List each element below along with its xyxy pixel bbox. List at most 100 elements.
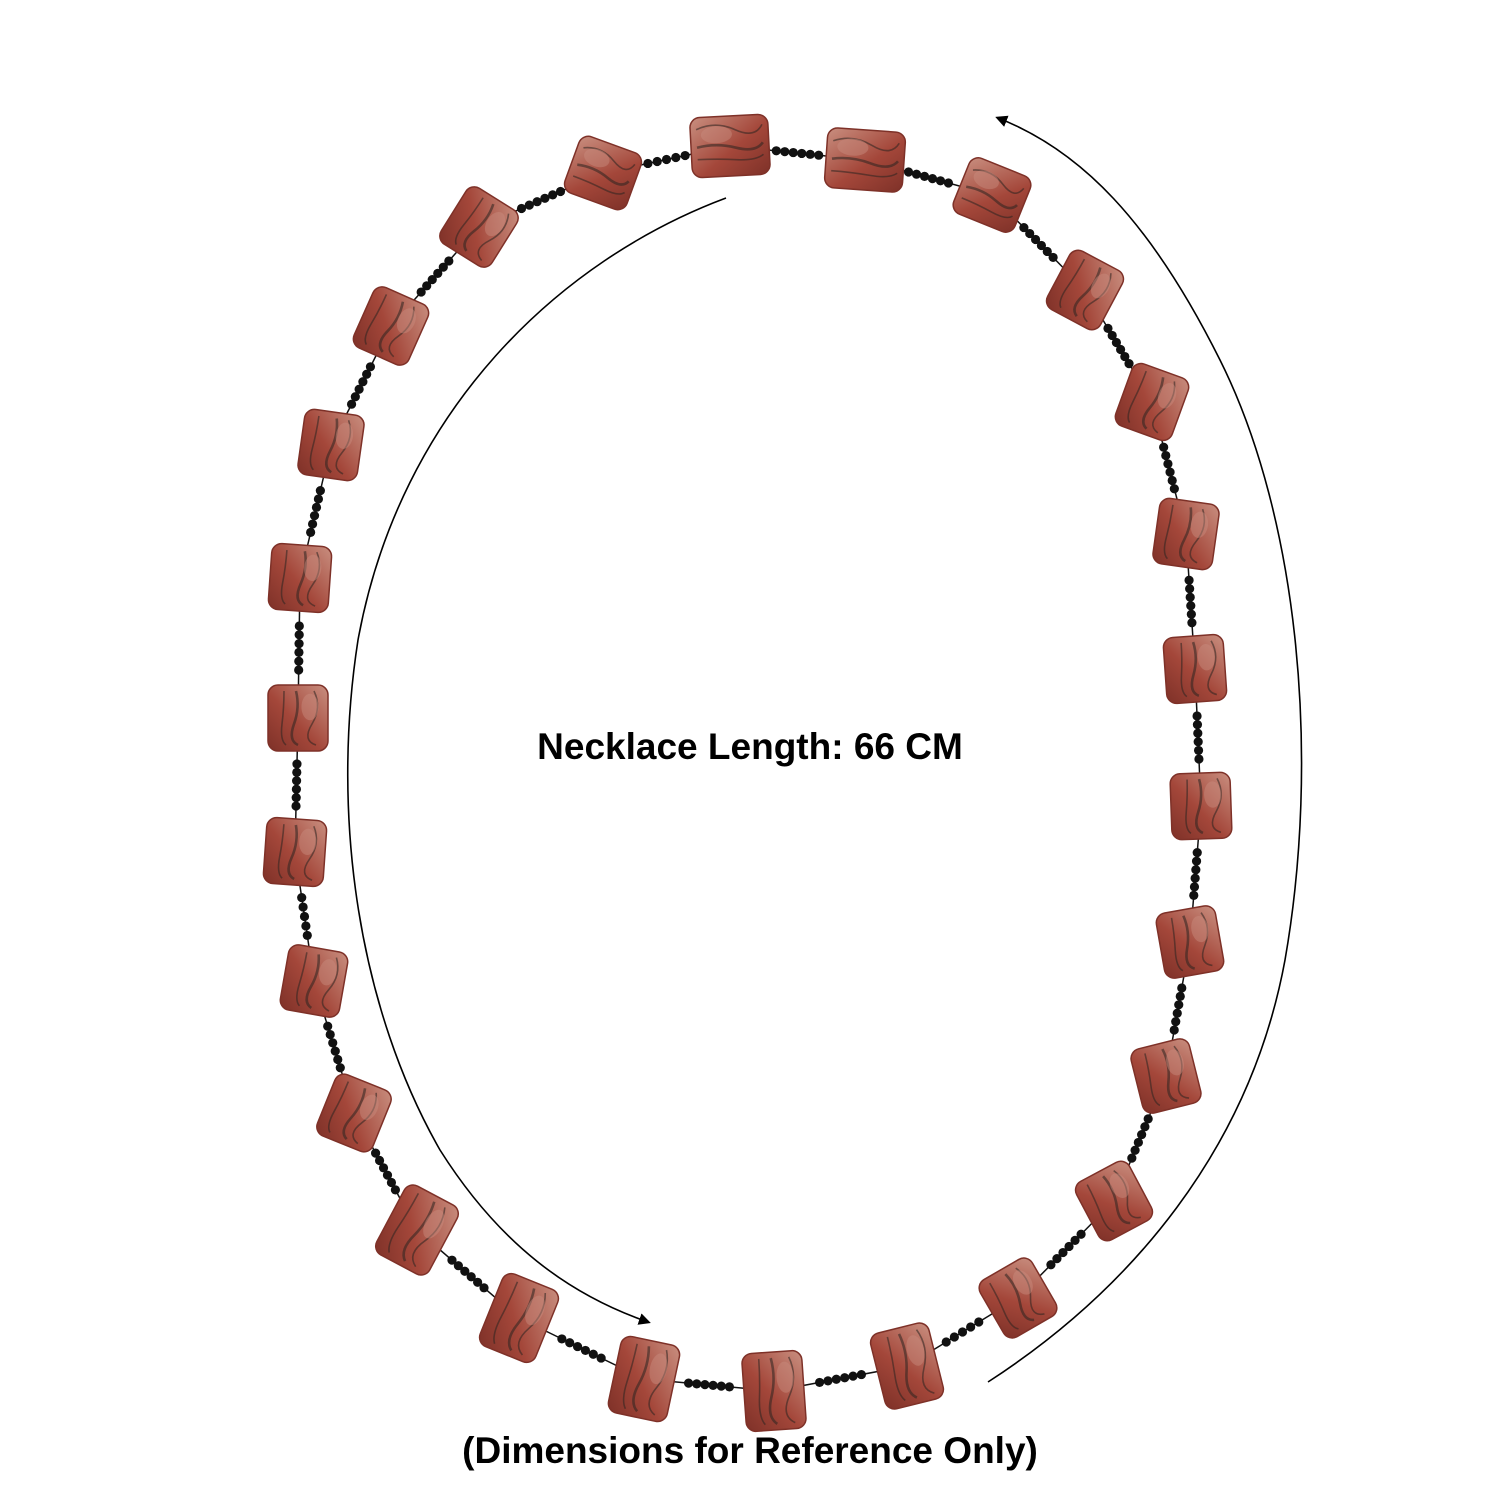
spacer-bead [1161, 450, 1171, 461]
spacer-bead [1191, 865, 1201, 875]
spacer-bead [856, 1369, 867, 1380]
spacer-bead [1070, 1235, 1080, 1245]
spacer-bead [643, 158, 653, 169]
jasper-stone [374, 1184, 460, 1276]
spacer-bead [438, 262, 448, 272]
spacer-bead [382, 1170, 393, 1180]
spacer-bead [532, 197, 542, 207]
spacer-bead [1137, 1129, 1147, 1140]
jasper-stone [869, 1322, 945, 1410]
spacer-bead [848, 1371, 858, 1381]
spacer-bead [325, 1029, 335, 1040]
spacer-bead [966, 1322, 976, 1332]
spacer-bead [935, 176, 946, 186]
spacer-bead [1184, 575, 1194, 585]
jasper-stone [563, 135, 643, 211]
jasper-stone [279, 944, 349, 1018]
spacer-bead [1186, 609, 1196, 619]
spacer-bead [374, 1155, 385, 1166]
spacer-bead [1143, 1114, 1153, 1124]
spacer-bead [1124, 359, 1134, 369]
spacer-bead [1120, 351, 1130, 362]
spacer-bead [453, 1261, 463, 1271]
spacer-bead [292, 767, 302, 777]
spacer-bead [943, 178, 954, 188]
jasper-stone [689, 113, 771, 179]
spacer-bead [466, 1272, 476, 1282]
spacer-bead [1133, 1137, 1143, 1148]
spacer-bead [683, 1378, 694, 1388]
spacer-bead [671, 152, 681, 163]
spacer-bead [840, 1373, 850, 1383]
spacer-bead [1036, 240, 1047, 251]
spacer-bead [309, 511, 320, 521]
spacer-bead [378, 1163, 389, 1173]
spacer-bead [1058, 1247, 1068, 1258]
spacer-bead [306, 527, 316, 538]
spacer-bead [294, 656, 304, 666]
spacer-bead [780, 147, 790, 157]
spacer-bead [1169, 1025, 1179, 1035]
spacer-bead [1159, 442, 1169, 452]
spacer-bead [555, 186, 566, 197]
jasper-stone [1045, 249, 1125, 331]
jasper-stone [1155, 905, 1225, 979]
spacer-bead [350, 392, 360, 402]
spacer-bead [294, 621, 304, 631]
spacer-bead [473, 1277, 483, 1287]
jasper-stone [741, 1349, 807, 1433]
spacer-bead [814, 150, 824, 160]
jasper-stone [1130, 1038, 1202, 1114]
spacer-bead [724, 1382, 735, 1392]
jasper-stone [823, 127, 907, 193]
spacer-bead [831, 1374, 841, 1384]
spacer-bead [294, 665, 304, 675]
spacer-bead [1169, 484, 1179, 494]
spacer-bead [301, 921, 311, 931]
spacer-bead [927, 174, 938, 184]
spacer-bead [1030, 234, 1041, 245]
spacer-bead [1048, 252, 1058, 263]
spacer-bead [708, 1380, 718, 1390]
necklace-length-label: Necklace Length: 66 CM [537, 726, 963, 767]
spacer-bead [1172, 1008, 1182, 1018]
dimensions-reference-note: (Dimensions for Reference Only) [462, 1430, 1038, 1471]
spacer-bead [1192, 711, 1202, 721]
spacer-bead [362, 369, 372, 379]
spacer-bead [1174, 1000, 1184, 1010]
jasper-stone [267, 684, 329, 752]
spacer-bead [911, 169, 922, 179]
spacer-bead [823, 1376, 833, 1386]
measure-arrow-right [987, 115, 1303, 1383]
spacer-bead [328, 1038, 338, 1048]
jasper-stone [952, 157, 1032, 233]
spacer-bead [588, 1349, 598, 1359]
spacer-bead [291, 784, 302, 794]
spacer-bead [291, 776, 302, 786]
jasper-stone [978, 1257, 1058, 1339]
spacer-bead [596, 1353, 606, 1363]
spacer-bead [291, 793, 301, 803]
spacer-bead [294, 630, 304, 640]
jasper-stone [1114, 362, 1190, 442]
spacer-bead [1163, 459, 1173, 469]
spacer-bead [548, 190, 558, 200]
spacer-bead [1165, 467, 1175, 477]
spacer-bead [1167, 475, 1177, 486]
spacer-bead [516, 203, 527, 214]
spacer-bead [941, 1337, 951, 1347]
spacer-bead [949, 1332, 959, 1342]
spacer-bead [299, 911, 310, 922]
spacer-bead [700, 1380, 710, 1390]
spacer-bead [565, 1338, 575, 1348]
spacer-bead [974, 1317, 984, 1327]
spacer-bead [298, 902, 308, 912]
jasper-stone [1074, 1160, 1154, 1242]
spacer-bead [447, 1255, 457, 1265]
spacer-bead [1127, 1153, 1137, 1163]
jasper-stone [607, 1335, 681, 1423]
spacer-bead [1107, 330, 1117, 341]
spacer-bead [1190, 873, 1200, 883]
spacer-bead [479, 1283, 489, 1293]
spacer-bead [433, 268, 443, 278]
